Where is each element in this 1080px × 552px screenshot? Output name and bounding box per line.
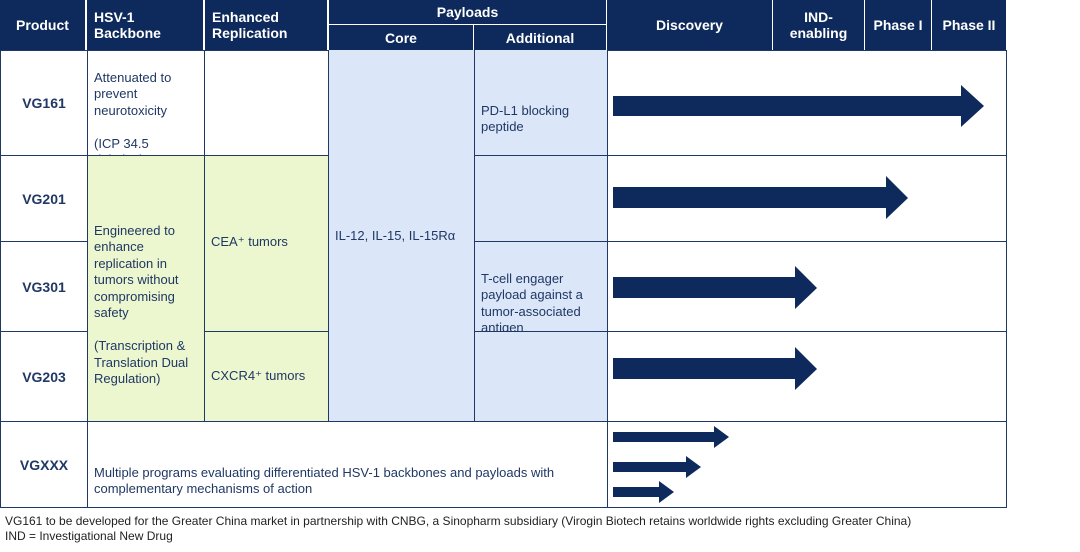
footer-note-ind: IND = Investigational New Drug (5, 529, 173, 544)
product-cell-vg161: VG161 (0, 50, 88, 156)
header-enhanced-label: Enhanced Replication (212, 9, 288, 41)
enhanced-text-cea: CEA⁺ tumors (211, 234, 288, 249)
progress-arrow-vg203 (613, 347, 817, 390)
product-label-vg203: VG203 (22, 368, 66, 385)
product-cell-vg301: VG301 (0, 242, 88, 332)
header-enhanced: Enhanced Replication (205, 0, 328, 50)
header-core: Core (329, 25, 474, 50)
header-backbone-label: HSV-1 Backbone (94, 9, 161, 41)
progress-cell-vg161 (608, 50, 1007, 156)
backbone-text-engineered: Engineered to enhance replication in tum… (94, 222, 189, 387)
enhanced-cell-vg203: CXCR4⁺ tumors (205, 332, 329, 422)
vgxxx-description-cell: Multiple programs evaluating differentia… (88, 422, 608, 508)
product-cell-vg201: VG201 (0, 156, 88, 242)
header-discovery-label: Discovery (656, 17, 723, 33)
progress-arrow-vg201 (613, 176, 908, 219)
header-phase1-label: Phase I (873, 17, 923, 33)
additional-cell-vg301: T-cell engager payload against a tumor-a… (475, 242, 608, 335)
header-core-label: Core (385, 29, 417, 46)
core-payload-text: IL-12, IL-15, IL-15Rα (335, 228, 456, 243)
progress-arrow-vgxxx-2 (613, 456, 701, 478)
product-label-vgxxx: VGXXX (19, 456, 69, 473)
enhanced-text-vg203: CXCR4⁺ tumors (211, 368, 306, 383)
header-payloads-label: Payloads (436, 4, 499, 20)
product-cell-vg203: VG203 (0, 332, 88, 422)
backbone-text-vg161: Attenuated to prevent neurotoxicity (ICP… (94, 69, 172, 168)
header-product: Product (0, 0, 86, 50)
header-ind-label: IND- enabling (789, 9, 848, 41)
progress-cell-vg301 (608, 242, 1007, 332)
header-phase2-label: Phase II (942, 17, 996, 33)
backbone-cell-vg161: Attenuated to prevent neurotoxicity (ICP… (88, 50, 205, 167)
progress-arrow-vgxxx-1 (613, 426, 729, 448)
enhanced-cell-vg161 (205, 50, 329, 156)
product-label-vg301: VG301 (22, 278, 66, 295)
enhanced-cell-cea: CEA⁺ tumors (205, 156, 329, 332)
header-additional: Additional (474, 25, 607, 50)
product-label-vg161: VG161 (22, 94, 66, 111)
header-payloads: Payloads (329, 0, 607, 25)
backbone-cell-engineered: Engineered to enhance replication in tum… (88, 156, 205, 422)
progress-cell-vg201 (608, 156, 1007, 242)
vgxxx-description-text: Multiple programs evaluating differentia… (94, 464, 555, 497)
header-backbone: HSV-1 Backbone (87, 0, 204, 50)
header-phase1: Phase I (865, 0, 932, 50)
progress-arrow-vgxxx-3 (613, 481, 674, 503)
footer-note-ind-text: IND = Investigational New Drug (5, 529, 173, 543)
additional-text-vg161: PD-L1 blocking peptide (481, 102, 570, 135)
core-payload-cell: IL-12, IL-15, IL-15Rα (329, 50, 475, 422)
progress-arrow-vg301 (613, 266, 817, 309)
footer-note-partnership: VG161 to be developed for the Greater Ch… (5, 514, 911, 529)
additional-cell-vg201 (475, 156, 608, 242)
header-additional-label: Additional (505, 29, 575, 46)
progress-cell-vg203 (608, 332, 1007, 422)
header-ind: IND- enabling (773, 0, 865, 50)
product-label-vg201: VG201 (22, 190, 66, 207)
additional-cell-vg203 (475, 332, 608, 422)
product-cell-vgxxx: VGXXX (0, 422, 88, 508)
header-phase2: Phase II (932, 0, 1006, 50)
additional-cell-vg161: PD-L1 blocking peptide (475, 50, 608, 156)
header-product-label: Product (16, 17, 69, 33)
footer-note-partnership-text: VG161 to be developed for the Greater Ch… (5, 514, 912, 528)
progress-cell-vgxxx (608, 422, 1007, 508)
progress-arrow-vg161 (613, 85, 984, 127)
header-discovery: Discovery (607, 0, 773, 50)
additional-text-vg301: T-cell engager payload against a tumor-a… (481, 270, 583, 336)
